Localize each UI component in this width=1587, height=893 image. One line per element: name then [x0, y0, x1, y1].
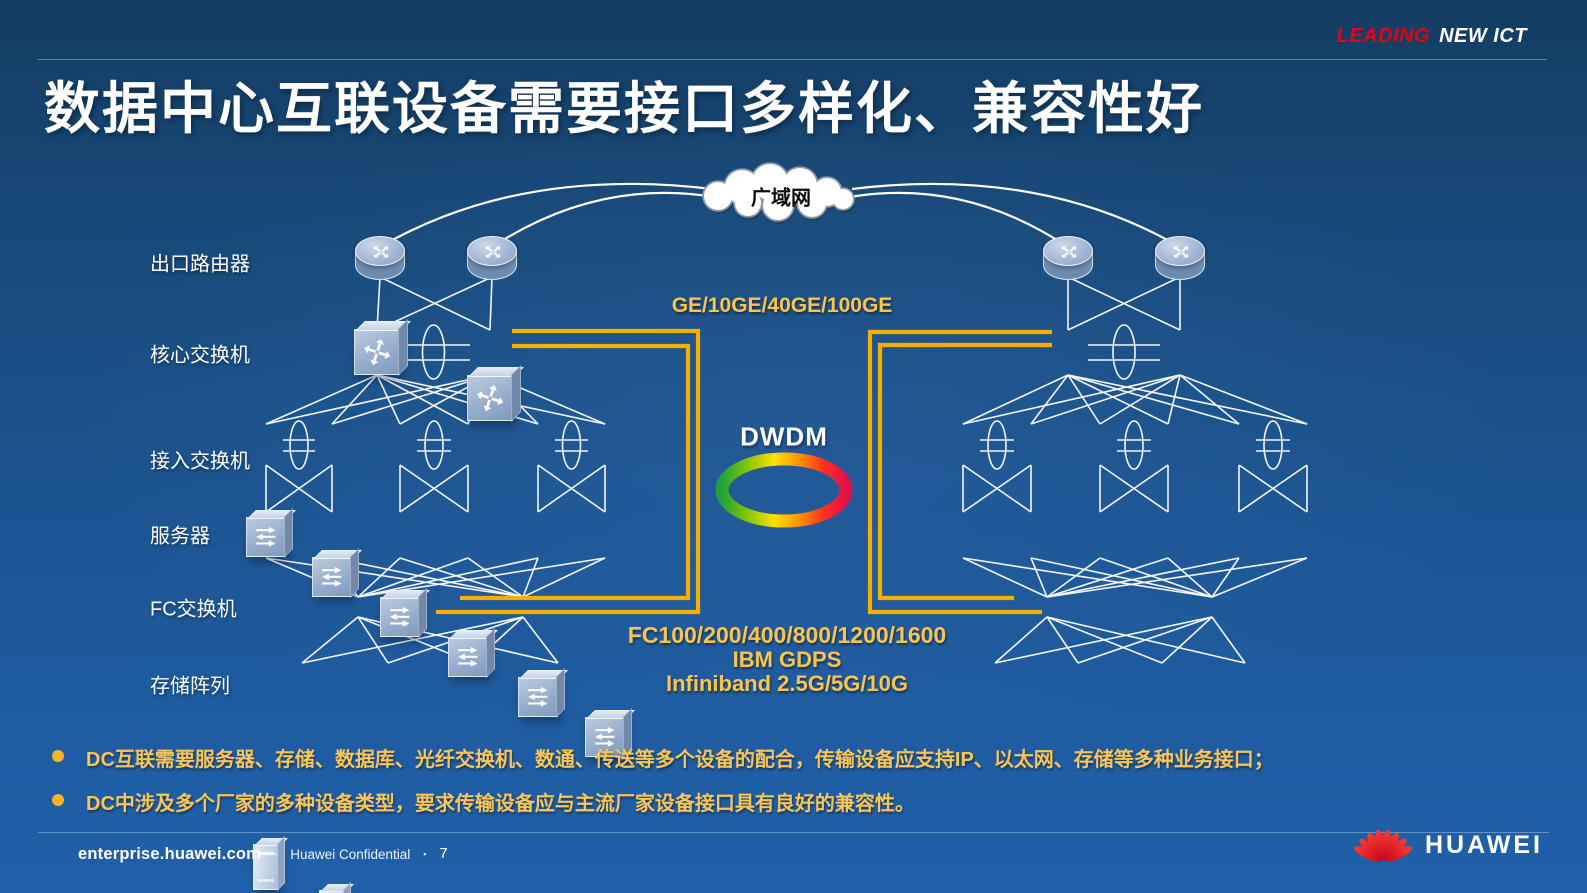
- core-switch: [467, 375, 513, 421]
- huawei-wordmark: HUAWEI: [1425, 830, 1543, 859]
- footer-separator: ▪: [274, 849, 278, 859]
- access-switch-arrows-icon: [390, 607, 410, 627]
- bullet-dot-icon: [52, 750, 64, 762]
- link-label-infiniband: Infiniband 2.5G/5G/10G: [665, 670, 909, 696]
- footer-site-link[interactable]: enterprise.huawei.com: [78, 844, 262, 863]
- access-switch: [518, 677, 558, 717]
- exit-router: [467, 236, 517, 280]
- row-label-exit-router: 出口路由器: [150, 253, 250, 276]
- access-switch-arrows-icon: [458, 647, 478, 667]
- brand-tagline-leading: LEADING: [1336, 25, 1431, 47]
- row-label-core-switch: 核心交换机: [150, 344, 250, 367]
- huawei-flower-icon: [1354, 829, 1412, 862]
- access-switch-arrows-icon: [322, 567, 342, 587]
- access-switch-arrows-icon: [528, 687, 548, 707]
- bullet-text: DC互联需要服务器、存储、数据库、光纤交换机、数通、传送等多个设备的配合，传输设…: [86, 749, 1274, 771]
- core-switch-arrows-icon: [476, 384, 504, 412]
- access-switch: [585, 717, 625, 757]
- core-switch-arrows-icon: [363, 338, 391, 366]
- footer-page-number: 7: [439, 846, 448, 862]
- router-arrows-icon: [485, 246, 501, 258]
- access-switch: [312, 557, 352, 597]
- exit-router: [355, 236, 405, 280]
- header-divider: [38, 59, 1547, 60]
- router-arrows-icon: [1061, 246, 1077, 258]
- access-switch: [380, 597, 420, 637]
- exit-router: [1043, 236, 1093, 280]
- bullet-dot-icon: [52, 794, 64, 806]
- slide-title: 数据中心互联设备需要接口多样化、兼容性好: [44, 77, 1204, 140]
- link-label-ge: GE/10GE/40GE/100GE: [671, 294, 893, 317]
- row-label-server: 服务器: [150, 525, 210, 548]
- bullet-list: DC互联需要服务器、存储、数据库、光纤交换机、数通、传送等多个设备的配合，传输设…: [52, 743, 1559, 831]
- footer: enterprise.huawei.com ▪ Huawei Confident…: [78, 836, 448, 872]
- link-label-dwdm: DWDM: [740, 421, 828, 452]
- link-label-fc: FC100/200/400/800/1200/1600: [627, 622, 947, 648]
- huawei-logo: HUAWEI: [1353, 826, 1543, 864]
- router-arrows-icon: [1173, 246, 1189, 258]
- footer-divider: [38, 832, 1549, 833]
- link-label-fc-block: FC100/200/400/800/1200/1600 IBM GDPS Inf…: [628, 623, 946, 695]
- access-switch-arrows-icon: [256, 527, 276, 547]
- core-switch: [354, 329, 400, 375]
- exit-router: [1155, 236, 1205, 280]
- server: [319, 890, 345, 893]
- bullet-item: DC中涉及多个厂家的多种设备类型，要求传输设备应与主流厂家设备接口具有良好的兼容…: [52, 787, 1559, 816]
- row-label-fc-switch: FC交换机: [150, 598, 237, 621]
- link-label-ibm-gdps: IBM GDPS: [732, 646, 842, 672]
- bullet-text: DC中涉及多个厂家的多种设备类型，要求传输设备应与主流厂家设备接口具有良好的兼容…: [86, 793, 915, 815]
- access-switch: [448, 637, 488, 677]
- bullet-item: DC互联需要服务器、存储、数据库、光纤交换机、数通、传送等多个设备的配合，传输设…: [52, 743, 1559, 772]
- access-switch-arrows-icon: [595, 727, 615, 747]
- brand-tagline-newict: NEW ICT: [1439, 25, 1527, 47]
- row-label-storage-array: 存储阵列: [150, 675, 230, 698]
- router-arrows-icon: [373, 246, 389, 258]
- footer-separator: ▪: [423, 849, 427, 859]
- server: [253, 844, 279, 890]
- wan-cloud-label: 广域网: [751, 187, 811, 210]
- row-label-access-switch: 接入交换机: [150, 450, 250, 473]
- access-switch: [246, 517, 286, 557]
- footer-confidential: Huawei Confidential: [290, 846, 411, 862]
- brand-tagline: LEADING NEW ICT: [1337, 25, 1527, 48]
